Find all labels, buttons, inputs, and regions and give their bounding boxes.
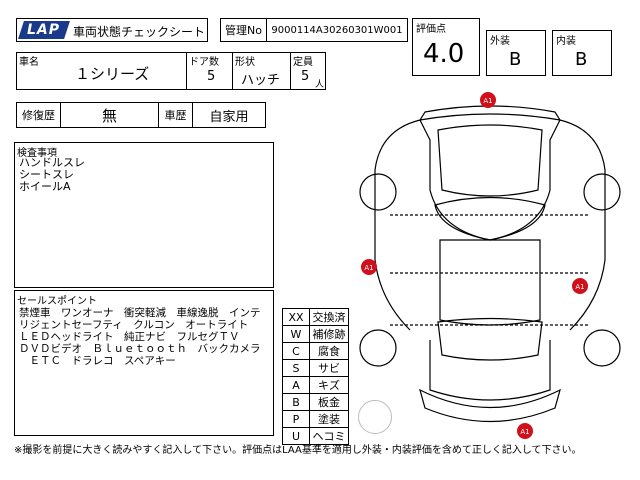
diagram-right-side <box>559 119 606 331</box>
sales-points-lines: 禁煙車 ワンオーナ 衝突軽減 車線逸脱 インテ リジェントセーフティ クルコン … <box>19 307 261 367</box>
legend-name: 補修跡 <box>309 325 349 343</box>
interior-value: B <box>575 49 588 70</box>
car-name-cell: 車名 １シリーズ <box>17 53 187 89</box>
doors-label: ドア数 <box>189 57 219 68</box>
legend-code: A <box>282 376 310 394</box>
sales-points-box: セールスポイント 禁煙車 ワンオーナ 衝突軽減 車線逸脱 インテ リジェントセー… <box>14 290 274 436</box>
shape-value: ハッチ <box>241 73 281 88</box>
logo-text: LAP <box>27 22 61 38</box>
sales-point-line: 禁煙車 ワンオーナ 衝突軽減 車線逸脱 インテ <box>19 307 261 319</box>
usage-value: 自家用 <box>209 109 249 125</box>
diagram-wheel-rr <box>583 329 621 367</box>
kanri-value: 9000114A30260301W001 <box>271 24 403 36</box>
legend-code: C <box>282 342 310 360</box>
legend-code: XX <box>282 308 310 326</box>
inspection-box: 検査事項 ハンドルスレ シートスレ ホイールA <box>14 142 274 288</box>
capacity-cell: 定員 5 人 <box>291 53 325 90</box>
diagram-windshield <box>434 196 546 241</box>
diagram-wheel-fr <box>583 173 621 211</box>
legend-code: S <box>282 359 310 377</box>
diagram-left-side <box>374 119 421 331</box>
sales-point-line: ＥＴＣ ドラレコ スペアキー <box>19 355 176 367</box>
sheet-title: 車両状態チェックシート <box>73 25 206 39</box>
inspection-line: ホイールA <box>19 180 71 193</box>
sales-point-line: リジェントセーフティ クルコン オートライト <box>19 319 249 331</box>
exterior-label: 外装 <box>490 36 510 47</box>
car-name-value: １シリーズ <box>75 65 150 83</box>
exterior-box: 外装 B <box>486 30 546 76</box>
capacity-label: 定員 <box>293 57 313 68</box>
kanri-box: 管理No 9000114A30260301W001 <box>220 18 408 42</box>
inspection-line: ハンドルスレ <box>19 156 85 169</box>
damage-marker <box>480 92 496 108</box>
interior-label: 内装 <box>556 36 576 47</box>
diagram-trunk <box>429 340 551 401</box>
damage-markers: A1 A1 A1 A1 <box>361 92 588 439</box>
history-row: 修復歴 無 車歴 自家用 <box>16 102 266 128</box>
legend-name: 塗装 <box>309 410 349 428</box>
usage-label: 車歴 <box>159 103 193 127</box>
damage-marker <box>572 278 588 294</box>
diagram-roof-top <box>418 105 562 121</box>
diagram-cabin <box>439 239 541 326</box>
car-diagram: A1 A1 A1 A1 <box>359 92 621 439</box>
score-label: 評価点 <box>416 24 446 35</box>
inspection-lines: ハンドルスレ シートスレ ホイールA <box>19 157 85 193</box>
damage-marker-label: A1 <box>483 97 492 105</box>
inspection-line: シートスレ <box>19 168 74 181</box>
score-box: 評価点 4.0 <box>412 18 480 76</box>
capacity-unit: 人 <box>315 80 325 90</box>
legend-code: B <box>282 393 310 411</box>
stamp-circle <box>358 400 392 434</box>
doors-cell: ドア数 5 <box>187 53 233 89</box>
legend-name: 板金 <box>309 393 349 411</box>
legend-code: W <box>282 325 310 343</box>
exterior-value: B <box>509 49 522 70</box>
sales-point-line: ＤＶＤビデオ Ｂｌｕｅｔｏｏｔｈ バックカメラ <box>19 343 261 355</box>
shape-label: 形状 <box>235 57 255 68</box>
diagram-wheel-fl <box>359 173 397 211</box>
doors-value: 5 <box>207 69 216 84</box>
diagram-hood <box>437 124 543 197</box>
score-value: 4.0 <box>423 39 465 69</box>
sales-point-line: ＬＥＤヘッドライト 純正ナビ フルセグＴＶ <box>19 331 240 343</box>
footer-note: ※撮影を前提に大きく読みやすく記入して下さい。評価点はLAA基準を適用し外装・内… <box>14 445 582 456</box>
repair-value: 無 <box>61 103 159 127</box>
damage-marker <box>517 423 533 439</box>
shape-cell: 形状 ハッチ <box>233 53 291 89</box>
capacity-value: 5 <box>301 69 310 84</box>
sheet-header: LAP 車両状態チェックシート <box>16 18 208 42</box>
legend-code: P <box>282 410 310 428</box>
legend-name: サビ <box>309 359 349 377</box>
damage-marker-label: A1 <box>364 264 373 272</box>
damage-marker-label: A1 <box>520 428 529 436</box>
diagram-rear-window <box>437 317 543 361</box>
diagram-rear-bumper <box>419 388 561 423</box>
interior-box: 内装 B <box>552 30 612 76</box>
legend-name: キズ <box>309 376 349 394</box>
car-info-row: 車名 １シリーズ ドア数 5 形状 ハッチ 定員 5 人 <box>16 52 326 90</box>
kanri-label: 管理No <box>221 19 267 41</box>
legend-name: 交換済 <box>309 308 349 326</box>
diagram-wheel-rl <box>359 329 397 367</box>
repair-label: 修復歴 <box>17 103 61 127</box>
car-name-label: 車名 <box>19 57 39 68</box>
damage-marker <box>361 259 377 275</box>
sales-points-label: セールスポイント <box>17 296 97 307</box>
inspection-label: 検査事項 <box>17 148 57 159</box>
damage-marker-label: A1 <box>575 283 584 291</box>
legend-name: 腐食 <box>309 342 349 360</box>
legend-name: ヘコミ <box>309 427 349 445</box>
